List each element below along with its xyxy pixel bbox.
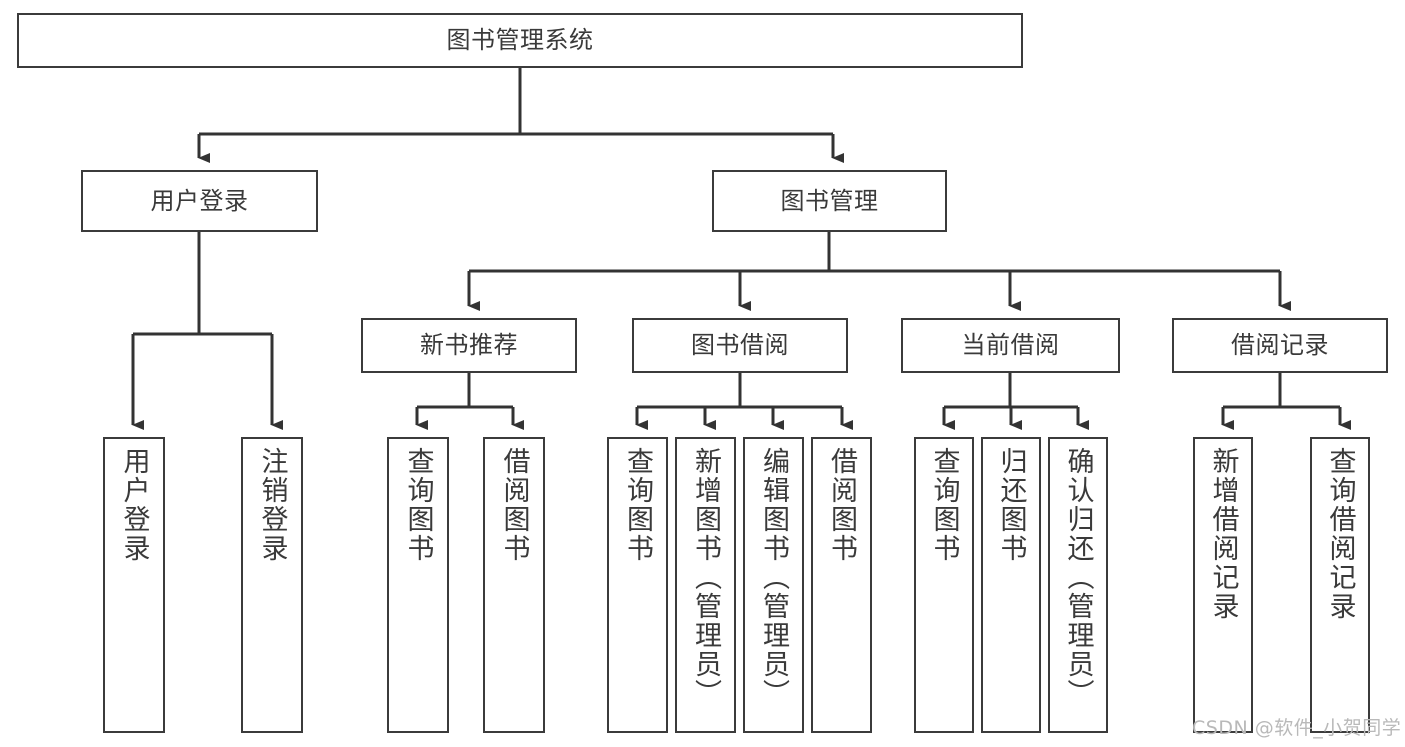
node-label: 新增借阅记录 xyxy=(1207,447,1239,621)
node-label: 归还图书 xyxy=(995,447,1027,563)
leaf-user-login-logout[interactable]: 注销登录 xyxy=(241,437,303,733)
node-label: 图书管理系统 xyxy=(446,26,594,55)
node-label: 注销登录 xyxy=(256,447,288,563)
node-user-login[interactable]: 用户登录 xyxy=(81,170,318,232)
leaf-recommend-query-book[interactable]: 查询图书 xyxy=(387,437,449,733)
node-label: 当前借阅 xyxy=(961,331,1060,360)
node-new-book-recommend[interactable]: 新书推荐 xyxy=(361,318,577,373)
node-root-book-management-system[interactable]: 图书管理系统 xyxy=(17,13,1023,68)
node-label: 新书推荐 xyxy=(420,331,518,360)
leaf-recommend-borrow-book[interactable]: 借阅图书 xyxy=(483,437,545,733)
node-borrow-records[interactable]: 借阅记录 xyxy=(1172,318,1388,373)
leaf-borrow-query-book[interactable]: 查询图书 xyxy=(607,437,668,733)
node-label: 查询图书 xyxy=(402,447,434,563)
node-book-management[interactable]: 图书管理 xyxy=(712,170,947,232)
node-label: 借阅图书 xyxy=(826,447,857,563)
node-current-borrow[interactable]: 当前借阅 xyxy=(901,318,1120,373)
leaf-records-add-record[interactable]: 新增借阅记录 xyxy=(1193,437,1253,733)
leaf-user-login-login[interactable]: 用户登录 xyxy=(103,437,165,733)
node-label: 查询图书 xyxy=(622,447,653,563)
node-label: 用户登录 xyxy=(118,447,150,563)
node-label: 借阅图书 xyxy=(498,447,530,563)
node-label: 图书管理 xyxy=(780,186,879,215)
leaf-current-query-book[interactable]: 查询图书 xyxy=(914,437,974,733)
leaf-borrow-borrow-book[interactable]: 借阅图书 xyxy=(811,437,872,733)
node-label: 用户登录 xyxy=(150,186,249,215)
node-label: 新增图书（管理员） xyxy=(690,447,721,708)
leaf-records-query-record[interactable]: 查询借阅记录 xyxy=(1310,437,1370,733)
leaf-borrow-add-book-admin[interactable]: 新增图书（管理员） xyxy=(675,437,736,733)
csdn-watermark: CSDN @软件_小贺同学 xyxy=(1192,717,1402,739)
leaf-current-confirm-return-admin[interactable]: 确认归还（管理员） xyxy=(1048,437,1108,733)
node-label: 编辑图书（管理员） xyxy=(758,447,789,708)
node-label: 借阅记录 xyxy=(1231,331,1329,360)
node-label: 查询借阅记录 xyxy=(1324,447,1356,621)
node-label: 图书借阅 xyxy=(691,331,789,360)
node-label: 确认归还（管理员） xyxy=(1062,447,1094,708)
node-label: 查询图书 xyxy=(928,447,960,563)
leaf-current-return-book[interactable]: 归还图书 xyxy=(981,437,1041,733)
leaf-borrow-edit-book-admin[interactable]: 编辑图书（管理员） xyxy=(743,437,804,733)
node-book-borrow[interactable]: 图书借阅 xyxy=(632,318,848,373)
